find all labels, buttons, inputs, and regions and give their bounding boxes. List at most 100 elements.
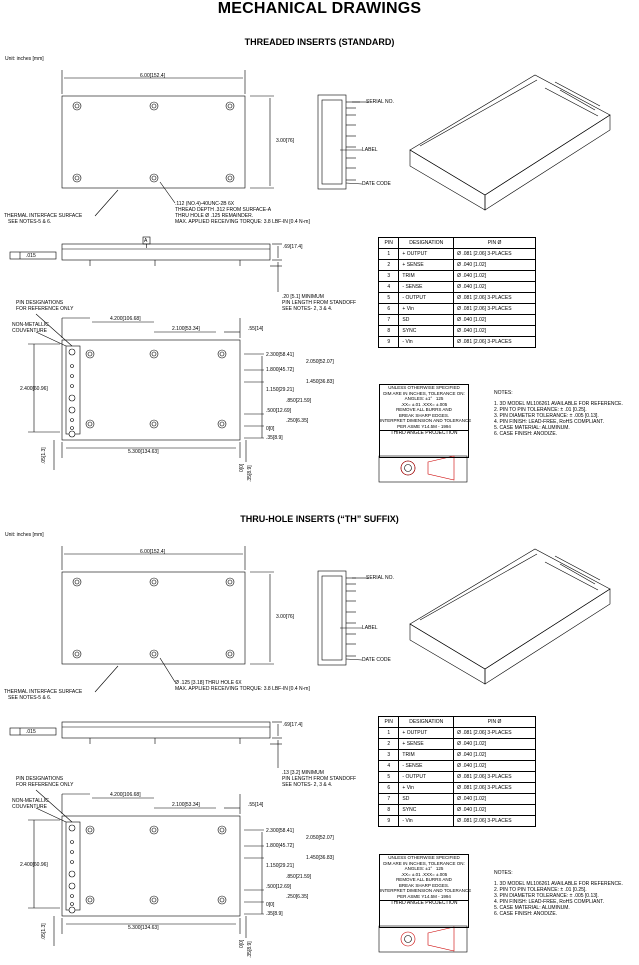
pin-number: 6 (377, 303, 400, 315)
dim-2400: 2.400[60.96] (20, 386, 48, 392)
pin-number: 2 (377, 738, 400, 750)
tolerance-block: UNLESS OTHERWISE SPECIFIED DIM ARE IN IN… (379, 854, 472, 928)
right-dim: 0[0] (266, 426, 275, 432)
tolerance-edges: BREAK SHARP EDGES. (398, 412, 450, 418)
tolerance-line: DIM ARE IN INCHES, TOLERANCE ON: (383, 390, 465, 396)
pin-number: 1 (377, 248, 400, 260)
pin-designation: - Vin (398, 336, 455, 348)
top-height-dim: 3.00[76] (276, 138, 295, 144)
dim-55: .55[14] (248, 802, 264, 808)
pin-number: 4 (377, 281, 400, 293)
dim-2100: 2.100[53.34] (172, 802, 200, 808)
pin-diameter: Ø .040 [1.02] (453, 738, 536, 750)
pin-diameter: Ø .081 [2.06] 3-PLACES (453, 782, 536, 794)
unit-label: Unit: inches [mm] (5, 56, 44, 62)
tolerance-standard: PER ASME Y14.5M - 1994 (397, 423, 451, 429)
pin-designation: + Vin (398, 782, 455, 794)
notes-title: NOTES: (494, 870, 513, 876)
right-dim: .500[12.69] (266, 408, 292, 414)
note-item: 2. PIN TO PIN TOLERANCE: ± .01 [0.25]. (494, 887, 587, 893)
date-code-label: DATE CODE (362, 657, 391, 663)
section-threaded-inserts: THREADED INSERTS (STANDARD) Unit: inches… (0, 0, 639, 483)
pin-number: 3 (377, 749, 400, 761)
pin-diameter: Ø .040 [1.02] (453, 793, 536, 805)
insert-spec-line-4: MAX. APPLIED RECEIVING TORQUE: 3.8 LBF-I… (175, 219, 310, 225)
pin-designation: + SENSE (398, 738, 455, 750)
top-width-dim: 6.00[152.4] (140, 73, 166, 79)
pin-length-line-2: PIN LENGTH FROM STANDOFF (282, 300, 357, 306)
pin-diameter: Ø .040 [1.02] (453, 749, 536, 761)
right-dim: .500[12.69] (266, 884, 292, 890)
right-dim: .35[8.9] (266, 435, 283, 441)
tolerance-interpret: INTERPRET DIMENSION AND TOLERANCE (380, 418, 472, 423)
thermal-surface-label: THERMAL INTERFACE SURFACE (4, 213, 83, 219)
dim-35-bottom: .35[8.9] (247, 465, 253, 482)
pin-number: 4 (377, 760, 400, 772)
right-dim: 2.300[58.41] (266, 828, 294, 834)
section-subtitle: THRU-HOLE INSERTS (“TH” SUFFIX) (240, 514, 399, 524)
angles-text: ANGLES: ±1° (404, 866, 433, 871)
header-designation: DESIGNATION (398, 237, 455, 249)
right-dim: .250[6.35] (286, 418, 309, 424)
right-dim: 2.050[52.07] (306, 359, 334, 365)
pin-table-header: PIN DESIGNATION PIN Ø (377, 716, 536, 728)
couventure-label: COUVENTURE (12, 328, 48, 334)
tolerance-line: UNLESS OTHERWISE SPECIFIED (388, 855, 460, 860)
pin-designation: + Vin (398, 303, 455, 315)
pin-number: 7 (377, 314, 400, 326)
tolerance-block: UNLESS OTHERWISE SPECIFIED DIM ARE IN IN… (379, 384, 472, 458)
pin-designation: SYNC (398, 804, 455, 816)
section-subtitle: THREADED INSERTS (STANDARD) (244, 37, 395, 47)
dim-55: .55[14] (248, 326, 264, 332)
pin-number: 7 (377, 793, 400, 805)
pin-diameter: Ø .081 [2.06] 3-PLACES (453, 292, 536, 304)
pin-length-line-1: .20 [5.1] MINIMUM (282, 294, 324, 300)
flatness-value: .015 (26, 253, 36, 259)
label-callout: LABEL (362, 625, 378, 631)
dim-5300: 5.300[134.63] (128, 449, 159, 455)
tolerance-edges: BREAK SHARP EDGES. (398, 882, 450, 888)
serial-no-label: SERIAL NO. (366, 99, 394, 105)
nonmetallic-label: NON-METALLIC (12, 322, 49, 328)
pin-length-line-3: SEE NOTES- 2, 3 & 4. (282, 782, 333, 788)
pin-diameter: Ø .040 [1.02] (453, 804, 536, 816)
right-dim: 1.150[29.21] (266, 863, 294, 869)
pin-designation: + SENSE (398, 259, 455, 271)
pin-number: 3 (377, 270, 400, 282)
pin-diameter: Ø .081 [2.06] 3-PLACES (453, 815, 536, 827)
top-height-dim: 3.00[76] (276, 614, 295, 620)
pin-table-header: PIN DESIGNATION PIN Ø (377, 237, 536, 249)
tolerance-line: DIM ARE IN INCHES, TOLERANCE ON: (383, 860, 465, 866)
pin-designations-ref: FOR REFERENCE ONLY (16, 306, 74, 312)
pin-number: 8 (377, 804, 400, 816)
right-dim: 1.800[45.72] (266, 367, 294, 373)
pin-number: 5 (377, 292, 400, 304)
flatness-value: .015 (26, 729, 36, 735)
pin-length-line-3: SEE NOTES- 2, 3 & 4. (282, 306, 333, 312)
pin-designation: + OUTPUT (398, 727, 455, 739)
pin-designation: SYNC (398, 325, 455, 337)
section-thru-hole-inserts: THRU-HOLE INSERTS (“TH” SUFFIX) Unit: in… (0, 482, 639, 965)
pin-diameter: Ø .081 [2.06] 3-PLACES (453, 303, 536, 315)
right-dim: 2.300[58.41] (266, 352, 294, 358)
thermal-notes-label: SEE NOTES-5 & 6. (8, 695, 52, 701)
note-item: 4. PIN FINISH: LEAD-FREE, RoHS COMPLIANT… (494, 899, 605, 905)
pin-designation: SD (398, 314, 455, 326)
serial-no-label: SERIAL NO. (366, 575, 394, 581)
header-designation: DESIGNATION (398, 716, 455, 728)
thermal-notes-label: SEE NOTES-5 & 6. (8, 219, 52, 225)
thermal-surface-label: THERMAL INTERFACE SURFACE (4, 689, 83, 695)
note-item: 2. PIN TO PIN TOLERANCE: ± .01 [0.25]. (494, 407, 587, 413)
tolerance-interpret: INTERPRET DIMENSION AND TOLERANCE (380, 888, 472, 893)
header-pin-dia: PIN Ø (453, 716, 536, 728)
pin-diameter: Ø .040 [1.02] (453, 281, 536, 293)
